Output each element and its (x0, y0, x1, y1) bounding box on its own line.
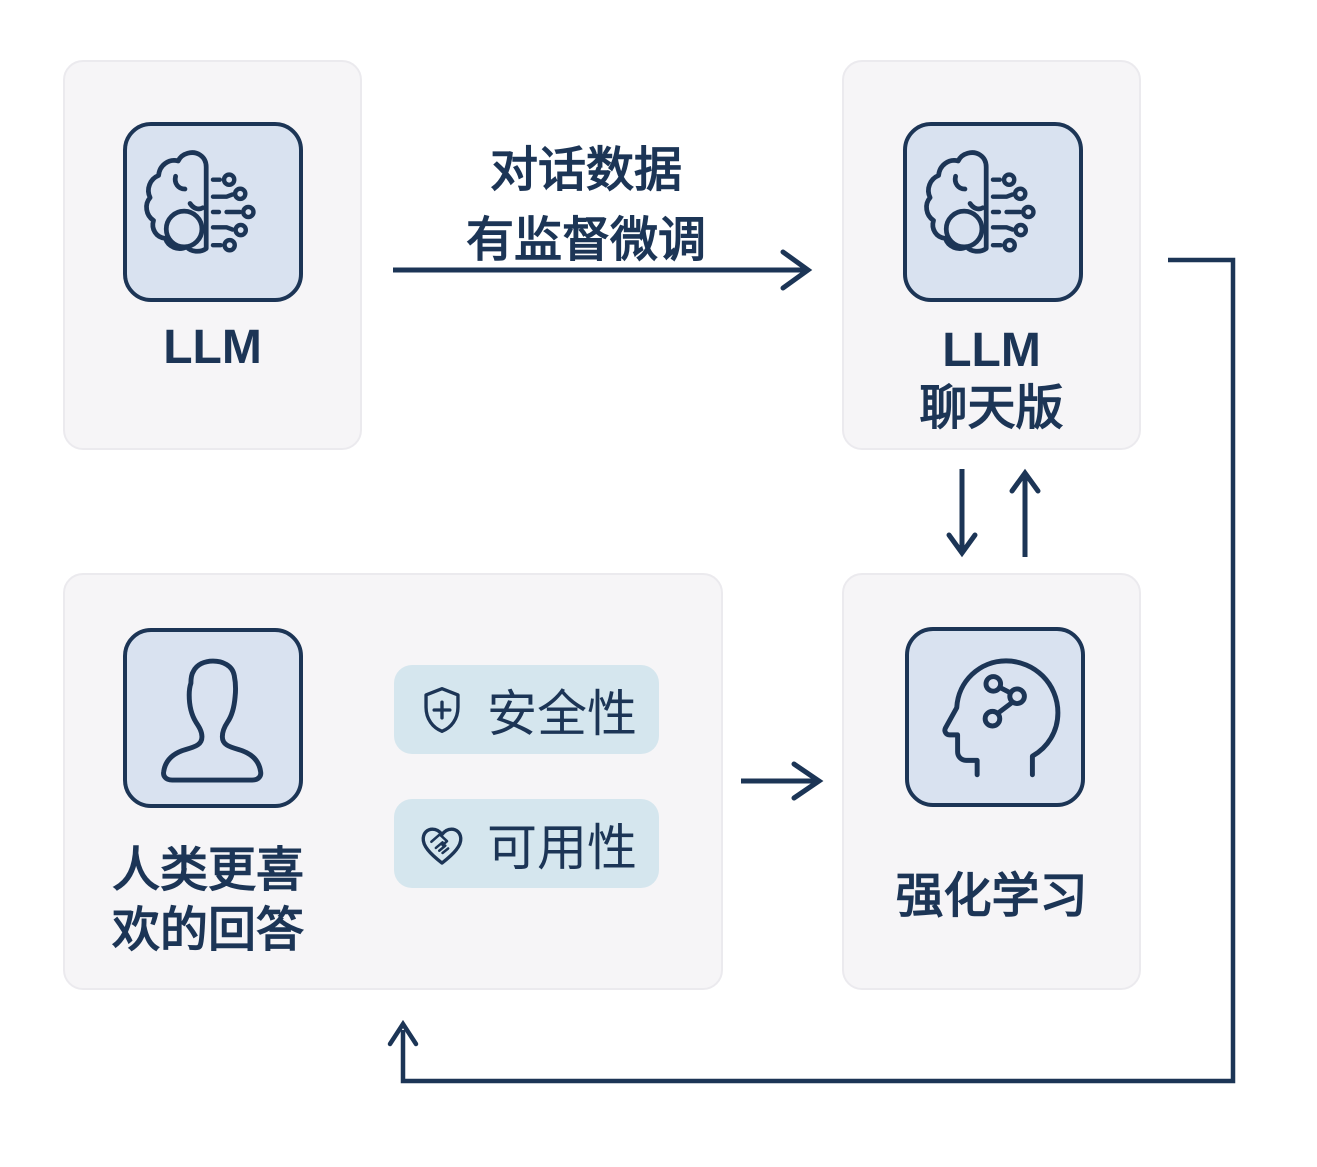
brain-circuit-icon (924, 150, 1036, 254)
node-human-pref-iconbox (123, 628, 303, 808)
heart-handshake-icon (421, 826, 463, 865)
node-llm-chat-label: LLM 聊天版 (844, 322, 1139, 438)
safety-badge-label: 安全性 (487, 685, 637, 742)
head-network-icon (942, 658, 1061, 778)
node-llm-iconbox (123, 122, 303, 302)
node-human-pref-label-line2: 欢的回答 (112, 904, 305, 957)
node-llm-label: LLM (65, 319, 360, 377)
node-llm-chat-card: LLM 聊天版 (842, 60, 1141, 450)
person-icon (161, 658, 264, 783)
usability-badge-label: 可用性 (487, 819, 637, 876)
shield-plus-icon (424, 686, 460, 733)
node-llm-label-text: LLM (163, 321, 262, 374)
node-llm-chat-label-line1: LLM (942, 324, 1041, 377)
node-human-pref-label-line1: 人类更喜 (112, 844, 305, 897)
human-to-rl-arrow (741, 761, 824, 801)
chat-to-rl-arrow (946, 469, 978, 558)
node-llm-chat-iconbox (903, 122, 1083, 302)
rl-to-chat-arrow (1009, 468, 1041, 557)
node-rl-label-text: 强化学习 (895, 870, 1088, 923)
node-human-pref-card: 人类更喜 欢的回答 安全性 (63, 573, 723, 990)
usability-badge: 可用性 (394, 799, 659, 888)
sft-edge-label-line1: 对话数据 (489, 144, 682, 197)
node-rl-card: 强化学习 (842, 573, 1141, 990)
node-llm-card: LLM (63, 60, 362, 450)
node-human-pref-label: 人类更喜 欢的回答 (112, 841, 304, 961)
brain-circuit-icon (144, 150, 256, 254)
node-rl-label: 强化学习 (844, 868, 1139, 926)
sft-edge-label: 对话数据 有监督微调 (386, 136, 786, 276)
safety-badge: 安全性 (394, 665, 659, 754)
node-rl-iconbox (905, 627, 1085, 807)
node-llm-chat-label-line2: 聊天版 (919, 382, 1064, 435)
sft-edge-label-line2: 有监督微调 (465, 214, 706, 267)
